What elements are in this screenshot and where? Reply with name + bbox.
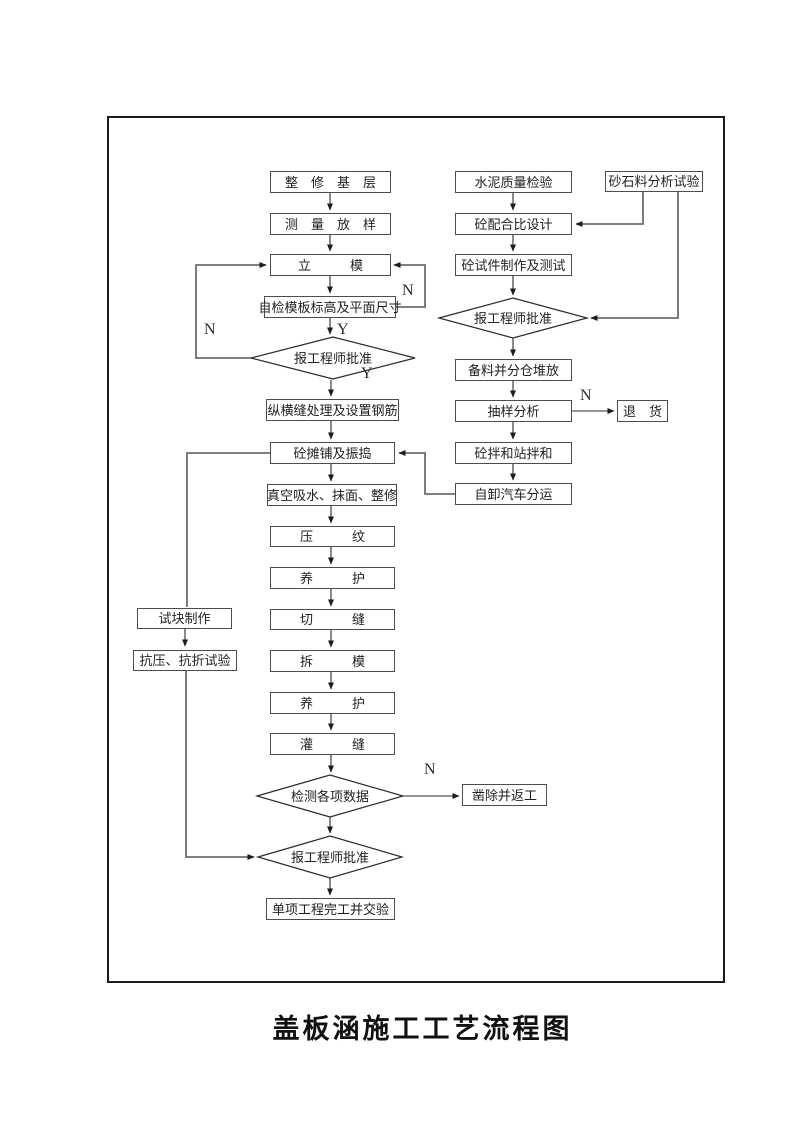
flow-node-sand-test: 砂石料分析试验 [605,171,703,192]
flow-node-survey-layout: 测 量 放 样 [270,213,391,235]
label-no-sampling: N [580,387,592,404]
flow-node-mixing-plant: 砼拌和站拌和 [455,442,572,464]
flow-node-curing-1: 养 护 [270,567,395,589]
flow-node-return-goods: 退 货 [617,400,668,422]
label-no-approve1-loop: N [204,321,216,338]
decision-approve1-label: 报工程师批准 [293,350,372,366]
flow-node-specimen-test: 砼试件制作及测试 [455,254,572,276]
flow-node-grouting: 灌 缝 [270,733,395,755]
flow-node-self-check: 自检模板标高及平面尺寸 [259,296,402,318]
flow-node-strip-formwork: 拆 模 [270,650,395,672]
decision-approve2-label: 报工程师批准 [473,310,552,326]
label-no-check-data: N [424,761,436,778]
label-yes-into-approve1: Y [337,321,349,338]
flow-node-stockpile: 备料并分仓堆放 [455,359,572,381]
flow-node-paving: 砼摊铺及振捣 [270,442,395,464]
flow-node-completion: 单项工程完工并交验 [266,898,395,920]
flow-node-strength-test: 抗压、抗折试验 [133,650,237,671]
flow-node-mix-design: 砼配合比设计 [455,213,572,235]
flow-node-cutting: 切 缝 [270,609,395,630]
decision-approve3-label: 报工程师批准 [290,849,369,865]
flow-node-curing-2: 养 护 [270,692,395,714]
flow-node-repair-base: 整 修 基 层 [270,171,391,193]
diagram-title: 盖板涵施工工艺流程图 [272,1014,573,1044]
diagram-border-frame [107,116,725,983]
label-yes-out-approve1: Y [361,365,373,382]
flow-node-dump-truck: 自卸汽车分运 [455,483,572,505]
flow-node-test-block: 试块制作 [137,608,232,629]
decision-check-data-label: 检测各项数据 [290,788,369,804]
flow-node-sampling: 抽样分析 [455,400,572,422]
flow-node-erect-formwork: 立 模 [270,254,391,276]
flow-node-joint-rebar: 纵横缝处理及设置钢筋 [266,399,399,421]
flow-node-vacuum-finish: 真空吸水、抹面、整修 [267,484,397,506]
flow-node-pressing: 压 纹 [270,526,395,547]
flow-node-cement-check: 水泥质量检验 [455,171,572,193]
label-no-selfcheck-loop: N [402,282,414,299]
flow-node-rework: 凿除并返工 [462,784,547,806]
